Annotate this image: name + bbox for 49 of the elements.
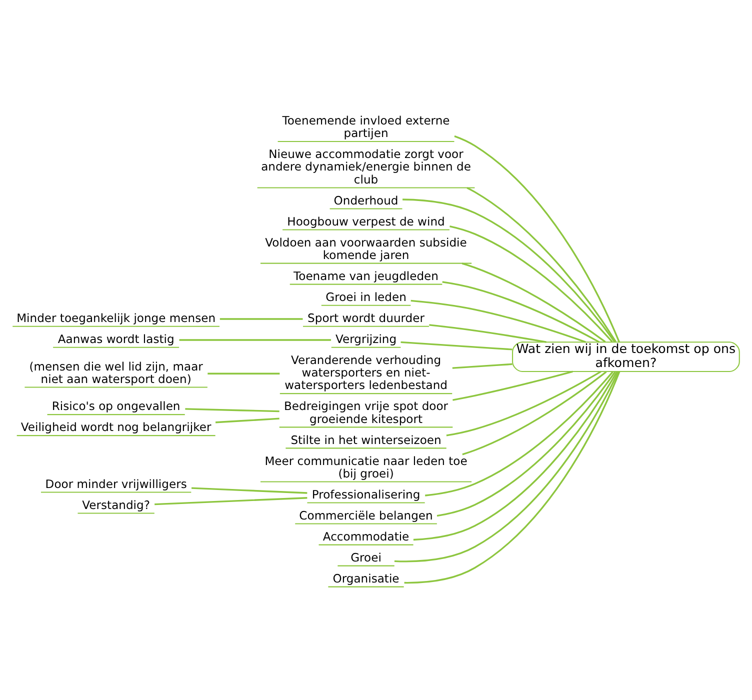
node-text: Toename van jeugdleden — [294, 268, 438, 282]
connector — [452, 362, 512, 368]
node-text: Minder toegankelijk jonge mensen — [16, 310, 216, 324]
node-text: Professionalisering — [312, 486, 420, 501]
connector — [450, 224, 613, 342]
node-text: Meer communicatie naar leden toe (bij groei) — [264, 453, 468, 480]
connector — [446, 370, 602, 436]
node-text: Sport wordt duurder — [308, 310, 424, 324]
connector — [402, 198, 616, 342]
node-text: Aanwas wordt lastig — [58, 331, 174, 346]
node-text: Accommodatie — [322, 528, 410, 543]
connector — [208, 372, 280, 374]
connector — [410, 299, 586, 342]
connector — [436, 370, 616, 516]
node-box: Wat zien wij in de toekomst op ons afkomen? — [512, 341, 740, 372]
connector — [215, 417, 280, 423]
node-text: (mensen die wel lid zijn, maar niet aan watersport doen) — [29, 358, 203, 386]
connector — [462, 262, 606, 342]
node-text: Veranderende verhouding watersporters en niet-watersporters ledenbestand — [284, 352, 448, 392]
connector — [429, 324, 546, 342]
node-text: Groei in leden — [326, 289, 406, 304]
node-text: Commerciële belangen — [299, 508, 433, 522]
connector — [466, 186, 616, 342]
node-text: Veiligheid wordt nog belangrijker — [20, 420, 212, 434]
connector — [191, 486, 308, 494]
node-text: Groei — [350, 550, 382, 564]
connector — [220, 318, 303, 320]
connector — [154, 496, 308, 505]
node-text: Stilte in het winterseizoen — [290, 432, 442, 446]
connector — [400, 340, 512, 350]
connector — [462, 370, 607, 455]
node-text: Verstandig? — [82, 497, 150, 512]
connector — [454, 134, 620, 342]
node-text: Hoogbouw verpest de wind — [287, 214, 445, 228]
node-text: Onderhoud — [334, 192, 398, 207]
connector — [452, 370, 573, 400]
node-text: Nieuwe accommodatie zorgt voor andere dynamiek/energie binnen de club — [261, 146, 471, 186]
connector — [185, 408, 280, 412]
connector — [179, 338, 332, 340]
connector — [413, 370, 618, 540]
node-text: Voldoen aan voorwaarden subsidie komende jaren — [265, 234, 467, 262]
node-text: Bedreigingen vrije spot door groeiende kitesport — [284, 398, 448, 426]
node-text: Toenemende invloed externe partijen — [282, 112, 450, 140]
node-text: Risico's op ongevallen — [52, 398, 180, 413]
node-text: Vergrijzing — [335, 331, 397, 346]
node-text: Door minder vrijwilligers — [45, 476, 187, 490]
node-text: Organisatie — [332, 570, 400, 585]
connector — [442, 280, 600, 342]
connector — [425, 370, 614, 496]
